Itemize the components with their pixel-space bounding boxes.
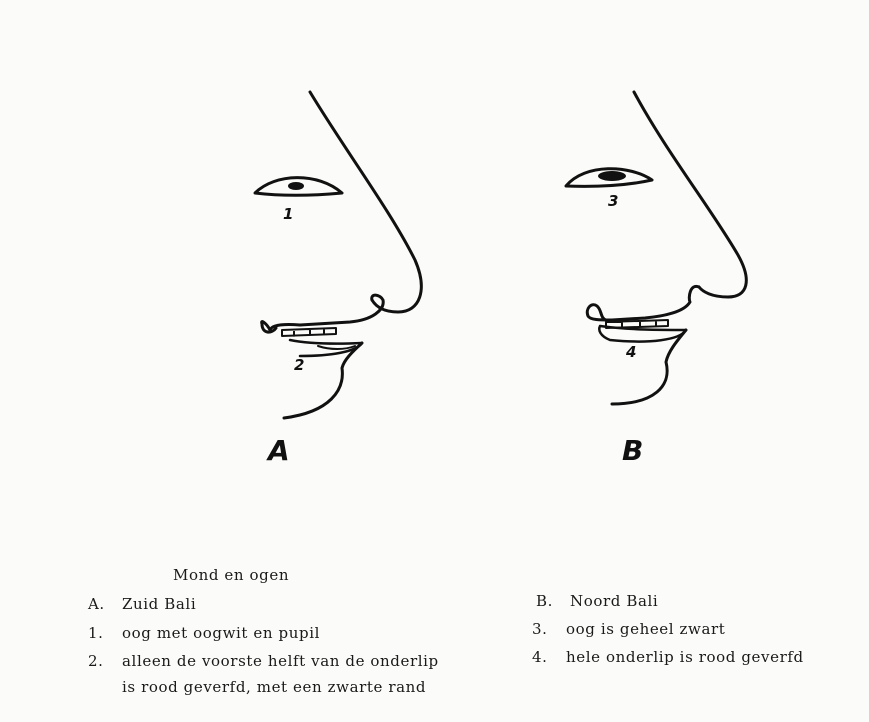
- nose-brow-line-b: [634, 92, 746, 297]
- caption-item-number: 2.: [88, 652, 122, 670]
- caption-item-number: B.: [536, 592, 570, 610]
- mouth-number-b: 4: [625, 343, 636, 361]
- caption-item-text: Zuid Bali: [122, 595, 196, 613]
- caption-right-line: B.Noord Bali: [536, 592, 658, 610]
- caption-item-text: hele onderlip is rood geverfd: [566, 648, 804, 666]
- caption-item-number: 3.: [532, 620, 566, 638]
- caption-item-number: 1.: [88, 624, 122, 642]
- caption-right-line: 4.hele onderlip is rood geverfd: [532, 648, 804, 666]
- caption-item-text: oog is geheel zwart: [566, 620, 725, 638]
- caption-left-line: 1.oog met oogwit en pupil: [88, 624, 320, 642]
- nostril-b: [612, 286, 699, 320]
- profile-b: [566, 92, 746, 404]
- eye-number-b: 3: [608, 192, 618, 210]
- eye-number-a: 1: [283, 205, 293, 223]
- profile-a: [255, 92, 421, 418]
- nostril-a: [300, 295, 383, 325]
- panel-letter-b: B: [622, 434, 643, 467]
- mouth-number-a: 2: [294, 356, 304, 374]
- caption-item-text: is rood geverfd, met een zwarte rand: [122, 678, 426, 696]
- caption-left-line: 2.alleen de voorste helft van de onderli…: [88, 652, 439, 670]
- lower-lip-b: [599, 326, 686, 342]
- caption-left-line: is rood geverfd, met een zwarte rand: [88, 678, 426, 696]
- nose-brow-line-a: [310, 92, 421, 312]
- teeth-a: [282, 328, 336, 336]
- caption-item-text: alleen de voorste helft van de onderlip: [122, 652, 439, 670]
- caption-item-number: 4.: [532, 648, 566, 666]
- panel-letter-a: A: [266, 434, 290, 467]
- caption-title: Mond en ogen: [173, 566, 289, 584]
- caption-left-line: A.Zuid Bali: [88, 595, 196, 613]
- caption-item-text: oog met oogwit en pupil: [122, 624, 320, 642]
- caption-item-number: A.: [88, 595, 122, 613]
- caption-right-line: 3.oog is geheel zwart: [532, 620, 725, 638]
- lower-lip-fill-a: [318, 346, 355, 349]
- upper-lip-b: [587, 305, 612, 320]
- pupil-a: [288, 182, 304, 190]
- caption-item-text: Noord Bali: [570, 592, 658, 610]
- pupil-b: [598, 171, 626, 181]
